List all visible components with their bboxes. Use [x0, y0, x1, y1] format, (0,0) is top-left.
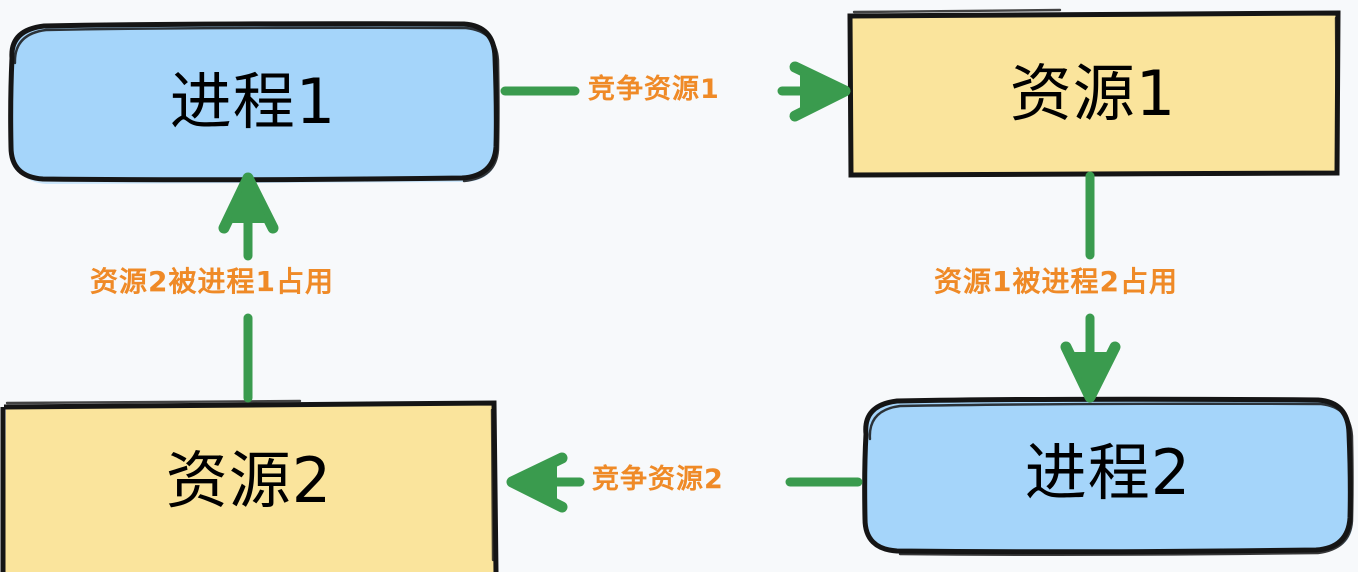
edge-label-resource2-held-by-process1: 资源2被进程1占用 — [90, 265, 334, 298]
edge-resource1-process2[interactable] — [1060, 171, 1121, 403]
node-process2[interactable] — [862, 396, 1354, 556]
edge-resource1-process2-arrowhead-fill — [1071, 352, 1110, 399]
edge-process2-resource2-arrowhead-fill — [510, 463, 557, 502]
node-process1-fill — [11, 24, 496, 179]
node-resource2-border-sketch — [5, 399, 495, 562]
edge-resource2-process1-arrowhead-fill — [229, 176, 268, 223]
edge-process2-resource2[interactable] — [506, 452, 863, 513]
node-resource2-fill — [5, 404, 495, 572]
edge-label-compete-resource1: 竞争资源1 — [588, 74, 720, 105]
node-resource2[interactable] — [0, 399, 499, 572]
node-process2-border-sketch — [868, 402, 1354, 556]
node-process1-border-sketch — [13, 26, 500, 183]
node-process1[interactable] — [8, 21, 500, 184]
edge-label-compete-resource2: 竞争资源2 — [592, 464, 724, 495]
node-process2-border — [862, 396, 1353, 555]
node-process2-fill — [865, 400, 1350, 551]
node-resource1-border — [847, 10, 1341, 178]
edge-process1-resource1-arrowhead-fill — [800, 72, 847, 111]
edge-label-resource1-held-by-process2: 资源1被进程2占用 — [934, 265, 1178, 298]
edge-process1-resource1[interactable] — [500, 61, 851, 122]
node-process1-border — [8, 21, 499, 183]
node-resource2-border — [0, 400, 499, 572]
edge-resource2-process1[interactable] — [218, 172, 279, 403]
node-resource1-fill — [851, 14, 1337, 174]
node-resource1[interactable] — [847, 8, 1341, 178]
